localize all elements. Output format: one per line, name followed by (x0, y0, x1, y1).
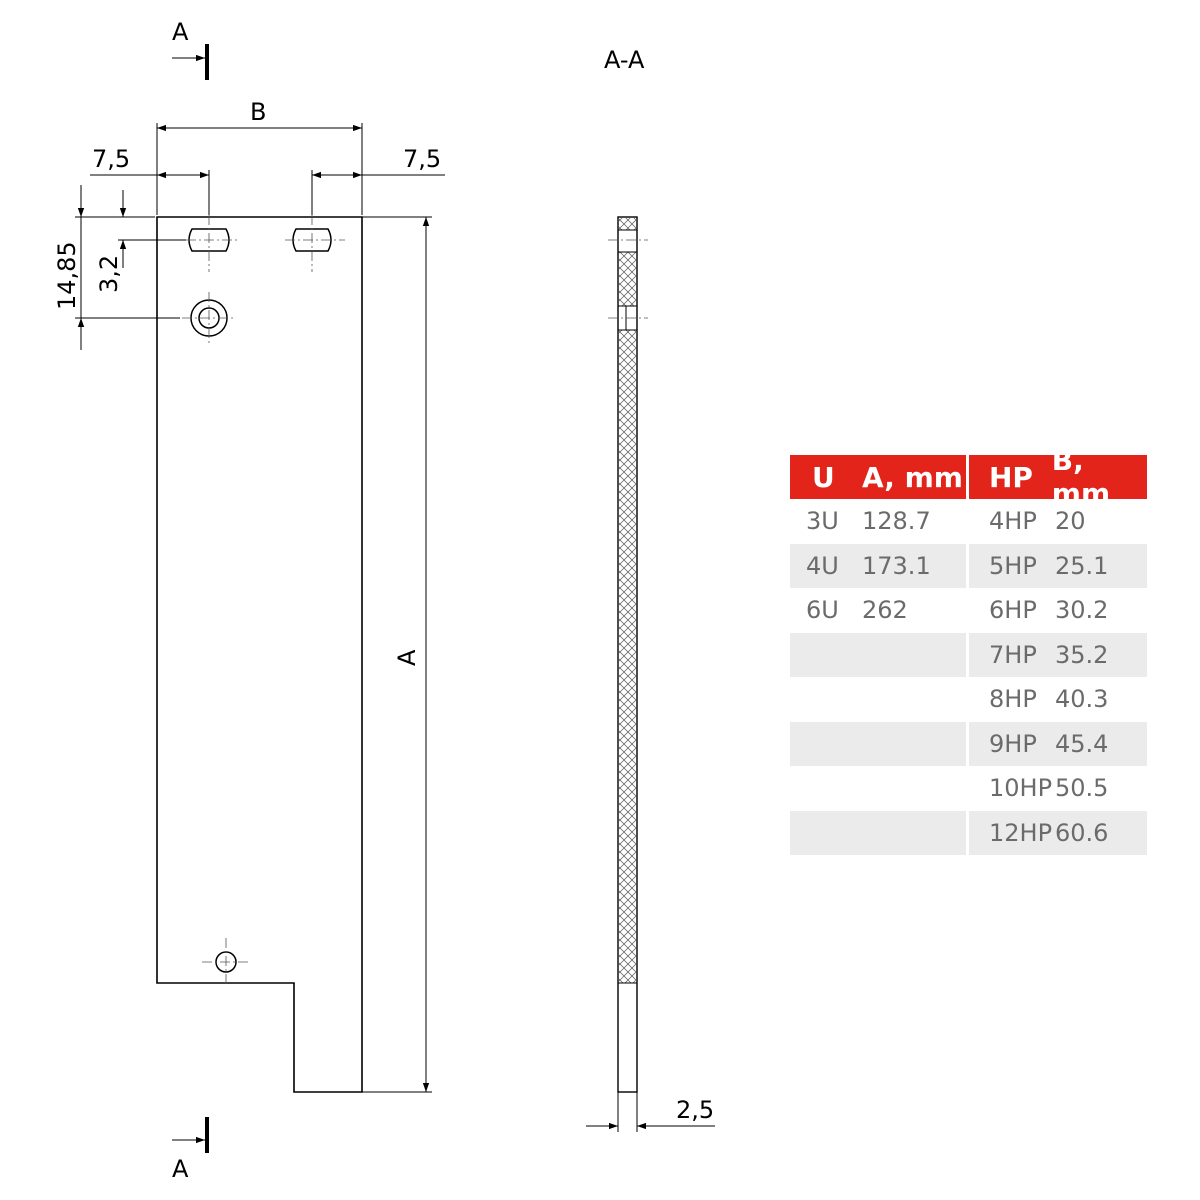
spec-table: U A, mm HP B, mm 3U 128.7 4HP 20 4U 173.1 5… (790, 444, 1147, 855)
cell-u: 6U (806, 596, 839, 625)
cell-b: 60.6 (1055, 818, 1109, 847)
cell-hp: 5HP (989, 551, 1037, 580)
header-a: A, mm (862, 460, 963, 494)
header-b: B, mm (1051, 444, 1111, 510)
table-row: 9HP 45.4 (790, 721, 1147, 766)
cell-a: 128.7 (862, 507, 931, 536)
cell-u: 4U (806, 551, 839, 580)
cell-hp: 4HP (989, 507, 1037, 536)
panel-outline (156, 216, 363, 1093)
dimension-right-offset: 7,5 (311, 145, 445, 215)
mounting-hole-lower (202, 938, 250, 986)
dimension-slot-offset-label: 3,2 (95, 255, 123, 293)
cell-hp: 8HP (989, 685, 1037, 714)
dimension-b: B (156, 98, 363, 215)
dimension-left-offset-label: 7,5 (92, 145, 130, 173)
dimension-thickness-label: 2,5 (676, 1096, 714, 1124)
cell-b: 20 (1055, 507, 1086, 536)
mounting-slot-left (150, 215, 240, 272)
dimension-a: A (362, 216, 432, 1093)
section-marker-top-label: A (172, 18, 189, 46)
dimension-right-offset-label: 7,5 (403, 145, 441, 173)
cell-hp: 9HP (989, 729, 1037, 758)
section-view-title: A-A (604, 46, 645, 74)
cell-b: 30.2 (1055, 596, 1109, 625)
dimension-slot-offset: 3,2 (95, 190, 186, 293)
header-hp: HP (989, 460, 1033, 494)
dimension-b-label: B (250, 98, 266, 126)
cell-b: 35.2 (1055, 640, 1109, 669)
cell-b: 45.4 (1055, 729, 1109, 758)
section-view (608, 216, 648, 1093)
mounting-hole-upper (182, 292, 236, 344)
dimension-hole-distance-label: 14,85 (53, 241, 81, 310)
cell-hp: 7HP (989, 640, 1037, 669)
table-row: 7HP 35.2 (790, 632, 1147, 677)
header-u: U (812, 460, 835, 494)
header-right: HP B, mm (969, 444, 1147, 510)
dimension-hole-distance: 14,85 (53, 185, 180, 350)
cell-a: 262 (862, 596, 908, 625)
cell-b: 25.1 (1055, 551, 1109, 580)
section-marker-bottom: A (172, 1117, 209, 1183)
header-left: U A, mm (790, 455, 966, 499)
table-row: 6U 262 6HP 30.2 (790, 588, 1147, 633)
table-row: 4U 173.1 5HP 25.1 (790, 543, 1147, 588)
section-marker-bottom-label: A (172, 1155, 189, 1183)
table-row: 3U 128.7 4HP 20 (790, 499, 1147, 544)
table-row: 8HP 40.3 (790, 677, 1147, 722)
dimension-a-label: A (393, 649, 421, 666)
cell-hp: 12HP (989, 818, 1053, 847)
cell-u: 3U (806, 507, 839, 536)
cell-hp: 10HP (989, 774, 1053, 803)
spec-table-header: U A, mm HP B, mm (790, 444, 1147, 510)
cell-a: 173.1 (862, 551, 931, 580)
mounting-slot-right (285, 215, 345, 272)
dimension-left-offset: 7,5 (90, 145, 210, 215)
cell-b: 40.3 (1055, 685, 1109, 714)
dimension-thickness: 2,5 (586, 1092, 715, 1132)
cell-b: 50.5 (1055, 774, 1109, 803)
section-marker-top: A (172, 18, 209, 80)
cell-hp: 6HP (989, 596, 1037, 625)
